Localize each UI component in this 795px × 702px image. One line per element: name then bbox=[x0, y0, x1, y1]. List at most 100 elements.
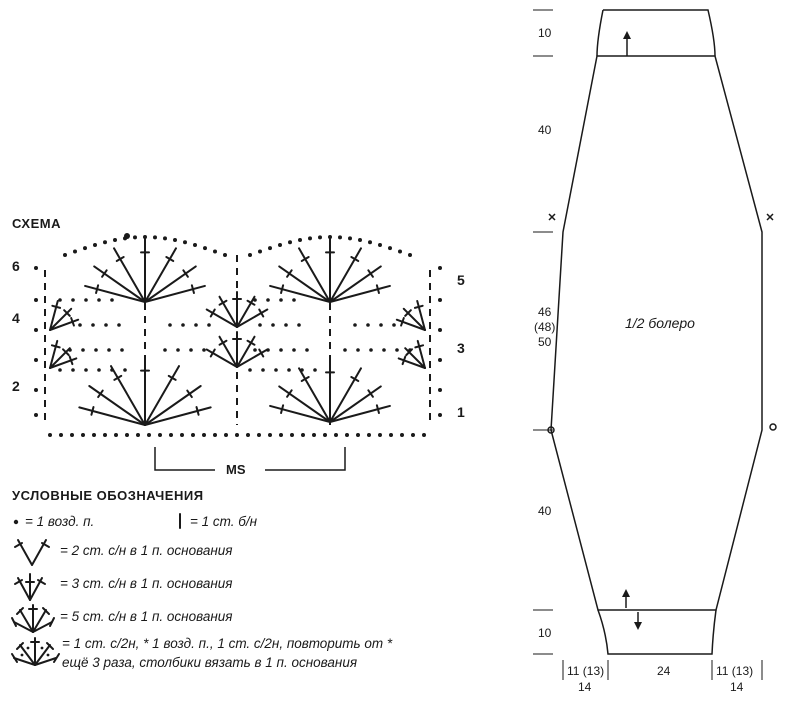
fan-stitch bbox=[218, 335, 238, 368]
fan-stitch bbox=[269, 404, 331, 423]
fan-stitch-tick bbox=[70, 317, 75, 327]
fan-stitch-tick bbox=[405, 348, 413, 356]
legend-two-dc: = 2 ст. с/н в 1 п. основания bbox=[60, 543, 233, 558]
chain-dot bbox=[258, 249, 262, 254]
chain-dot bbox=[223, 253, 227, 257]
chain-dot bbox=[207, 323, 211, 327]
chain-dot bbox=[163, 236, 167, 241]
chain-dot bbox=[305, 348, 309, 352]
row-number-5: 5 bbox=[457, 272, 465, 288]
chain-dot bbox=[348, 236, 352, 241]
chain-dot bbox=[113, 238, 117, 243]
fan-stitch bbox=[329, 367, 362, 423]
chain-dot bbox=[34, 328, 38, 332]
chain-dot bbox=[97, 298, 101, 302]
fan-stitch-tick bbox=[286, 269, 293, 278]
chain-dot bbox=[91, 323, 95, 327]
legend-treble-fan-line2: ещё 3 раза, столбики вязать в 1 п. основ… bbox=[62, 655, 358, 670]
fan-stitch-tick bbox=[63, 309, 71, 317]
chain-dot bbox=[292, 298, 296, 302]
chain-dot bbox=[117, 323, 121, 327]
chain-dot bbox=[93, 242, 97, 247]
row-number-2: 2 bbox=[12, 378, 20, 394]
fan-stitch-tick bbox=[286, 389, 293, 398]
fan-stitch bbox=[144, 247, 177, 303]
chain-dot bbox=[400, 433, 404, 437]
fan-stitch-tick bbox=[95, 284, 100, 295]
chain-dot bbox=[268, 246, 272, 251]
chain-dot bbox=[202, 433, 206, 437]
fan-stitch bbox=[402, 307, 426, 331]
chain-dot bbox=[278, 242, 282, 247]
chain-dot bbox=[438, 266, 442, 270]
legend-five-dc: = 5 ст. с/н в 1 п. основания bbox=[60, 609, 233, 624]
chain-dot bbox=[438, 358, 442, 362]
chain-dot bbox=[353, 323, 357, 327]
chain-symbol-icon bbox=[13, 519, 19, 525]
chain-dot bbox=[378, 433, 382, 437]
fan-stitch bbox=[78, 406, 146, 426]
fan-stitch bbox=[144, 384, 202, 426]
chain-dot bbox=[203, 246, 207, 251]
chain-dot bbox=[266, 298, 270, 302]
fan-stitch-tick bbox=[246, 339, 256, 346]
chain-dot bbox=[422, 433, 426, 437]
chain-dot bbox=[84, 368, 88, 372]
ms-label: MS bbox=[226, 462, 246, 477]
fan-stitch bbox=[144, 365, 180, 426]
fan-stitch bbox=[236, 295, 256, 328]
dim-lower-sleeve: 40 bbox=[538, 504, 552, 518]
chain-dot bbox=[71, 368, 75, 372]
chain-dot bbox=[257, 433, 261, 437]
chain-dot bbox=[34, 298, 38, 302]
chain-dot bbox=[176, 348, 180, 352]
chain-dot bbox=[290, 433, 294, 437]
fan-stitch-tick bbox=[113, 374, 123, 381]
chain-dot bbox=[104, 323, 108, 327]
chain-dot bbox=[388, 246, 392, 251]
dim-bottom-right-a: 11 (13) bbox=[716, 664, 754, 678]
fan-stitch bbox=[144, 284, 206, 303]
chain-dot bbox=[180, 433, 184, 437]
chain-dot bbox=[194, 323, 198, 327]
fan-stitch-tick bbox=[375, 404, 380, 415]
chain-dot bbox=[124, 233, 130, 239]
chain-dot bbox=[367, 433, 371, 437]
fan-stitch bbox=[113, 247, 146, 303]
fan-stitch-tick bbox=[218, 299, 228, 306]
chain-dot bbox=[224, 433, 228, 437]
fan-stitch bbox=[298, 247, 331, 303]
chain-dot bbox=[235, 433, 239, 437]
fan-stitch-tick bbox=[350, 256, 360, 263]
chain-dot bbox=[78, 323, 82, 327]
chain-dot bbox=[323, 433, 327, 437]
fan-stitch-tick bbox=[115, 256, 125, 263]
chain-dot bbox=[438, 413, 442, 417]
chain-dot bbox=[411, 433, 415, 437]
chain-dot bbox=[114, 433, 118, 437]
fan-stitch bbox=[329, 265, 382, 303]
chain-dot bbox=[298, 238, 302, 243]
chain-dot bbox=[173, 238, 177, 243]
chain-dot bbox=[153, 235, 157, 240]
chain-dot bbox=[292, 348, 296, 352]
chain-dot bbox=[308, 236, 312, 241]
chain-dot bbox=[318, 235, 322, 240]
legend-three-dc: = 3 ст. с/н в 1 п. основания bbox=[60, 576, 233, 591]
fan-stitch bbox=[218, 295, 238, 328]
fan-stitch-tick bbox=[218, 339, 228, 346]
chain-dot bbox=[84, 298, 88, 302]
dim-body-a: 46 bbox=[538, 305, 552, 319]
chain-dot bbox=[356, 348, 360, 352]
chain-dot bbox=[97, 368, 101, 372]
bolero-center-label: 1/2 болеро bbox=[625, 315, 695, 331]
fan-stitch-tick bbox=[209, 348, 216, 358]
chain-dot bbox=[213, 249, 217, 254]
chain-dot bbox=[34, 266, 38, 270]
chain-dot bbox=[438, 388, 442, 392]
dim-bottom-left-b: 14 bbox=[578, 680, 592, 694]
fan-stitch bbox=[329, 284, 391, 303]
fan-stitch bbox=[329, 385, 382, 423]
fan-stitch-tick bbox=[258, 348, 265, 358]
two-dc-symbol-icon bbox=[14, 539, 50, 566]
